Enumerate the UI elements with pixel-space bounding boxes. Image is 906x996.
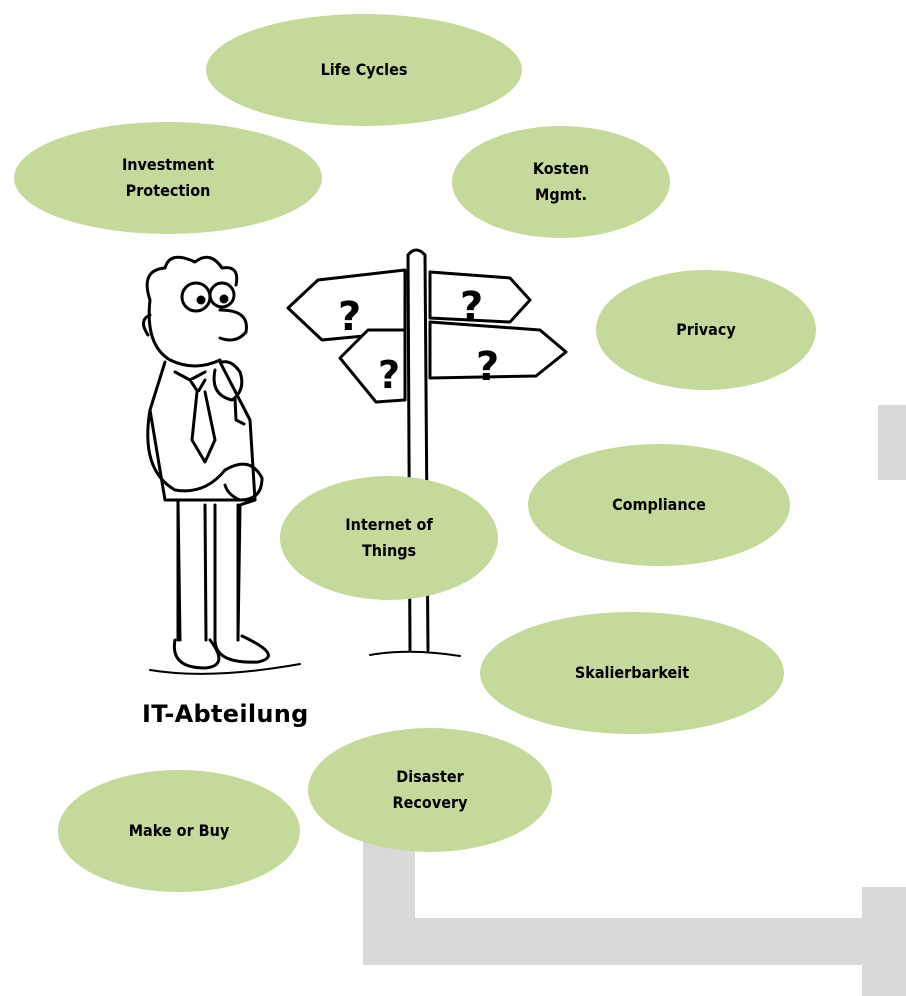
question-marks: ? ? ? ? [338,284,499,397]
node-privacy: Privacy [596,270,816,390]
node-investment-protection: Investment Protection [14,122,322,234]
flow-arrow [363,820,906,996]
node-kosten-mgmt: Kosten Mgmt. [452,126,670,238]
node-internet-of-things: Internet of Things [280,476,498,600]
grey-block-right [878,405,906,480]
svg-text:?: ? [476,344,499,390]
signpost [286,248,568,657]
node-skalierbarkeit: Skalierbarkeit [480,612,784,734]
svg-text:?: ? [460,284,483,330]
svg-text:?: ? [378,353,400,397]
node-compliance: Compliance [528,444,790,566]
node-make-or-buy: Make or Buy [58,770,300,892]
svg-text:?: ? [338,294,361,340]
node-life-cycles: Life Cycles [206,14,522,126]
node-disaster-recovery: Disaster Recovery [308,728,552,852]
cartoon-man [142,255,301,675]
caption-it-abteilung: IT-Abteilung [142,700,309,728]
